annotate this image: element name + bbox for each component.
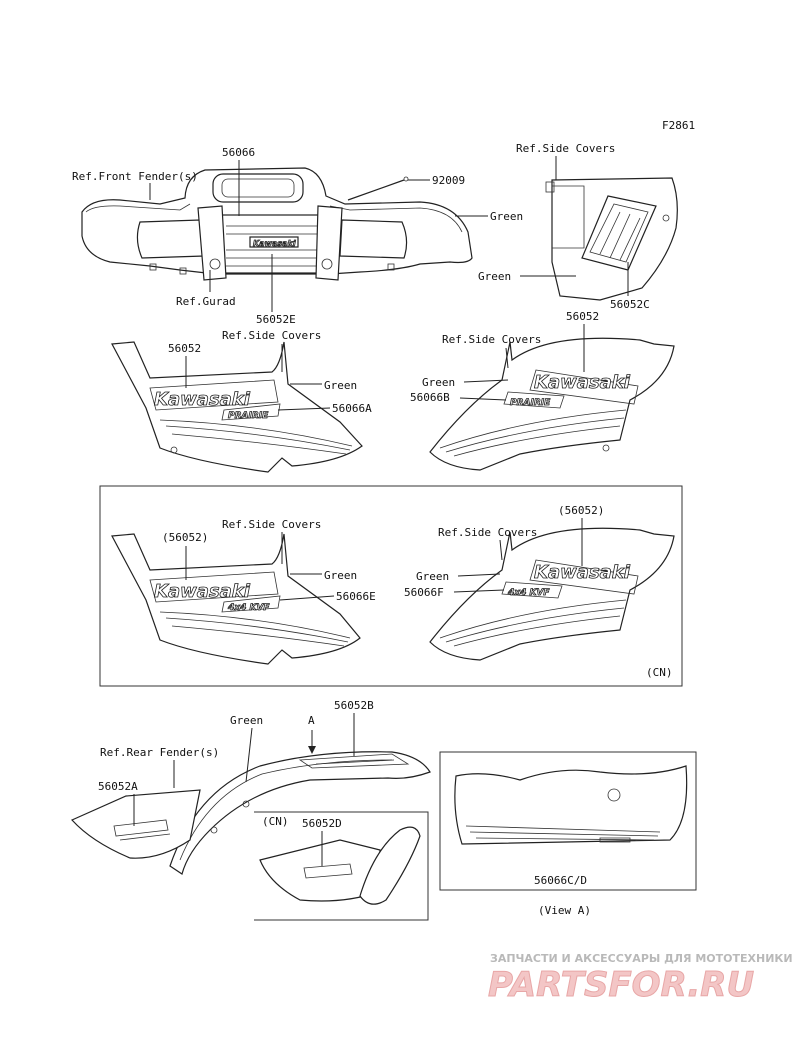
label-56066f: 56066F bbox=[404, 586, 444, 599]
side-model-decal-cn-left: 4x4 KVF bbox=[227, 603, 270, 613]
label-56066b: 56066B bbox=[410, 391, 450, 404]
label-view-a-marker: A bbox=[308, 714, 315, 727]
side-brand-decal-right: Kawasaki bbox=[534, 372, 631, 393]
label-56052-cn-right: (56052) bbox=[558, 504, 604, 517]
label-ref-side-covers-ml: Ref.Side Covers bbox=[222, 329, 321, 342]
label-cn-rear: (CN) bbox=[262, 815, 289, 828]
label-cn-box: (CN) bbox=[646, 666, 673, 679]
rear-cn-inset-box bbox=[254, 811, 429, 921]
label-ref-side-covers-cn-r: Ref.Side Covers bbox=[438, 526, 537, 539]
side-model-decal-right: PRAIRIE bbox=[510, 398, 551, 408]
view-a-box bbox=[439, 751, 697, 891]
side-brand-decal-cn-left: Kawasaki bbox=[154, 581, 251, 602]
label-56052c: 56052C bbox=[610, 298, 650, 311]
label-56052-cn-left: (56052) bbox=[162, 531, 208, 544]
label-ref-side-covers-mr: Ref.Side Covers bbox=[442, 333, 541, 346]
side-brand-decal-left: Kawasaki bbox=[154, 389, 251, 410]
front-fender-drawing: Kawasaki bbox=[81, 167, 473, 281]
side-cover-left-drawing: Kawasaki PRAIRIE bbox=[111, 341, 363, 473]
watermark-logo: PARTSFOR.RU bbox=[488, 965, 754, 1005]
figure-code: F2861 bbox=[662, 119, 695, 132]
side-cover-left-cn-drawing: Kawasaki 4x4 KVF bbox=[111, 533, 361, 665]
label-56052d: 56052D bbox=[302, 817, 342, 830]
side-model-decal-cn-right: 4x4 KVF bbox=[507, 588, 550, 598]
label-56052e: 56052E bbox=[256, 313, 296, 326]
watermark-tagline: ЗАПЧАСТИ И АКСЕССУАРЫ ДЛЯ МОТОТЕХНИКИ bbox=[490, 952, 793, 965]
label-56052-right: 56052 bbox=[566, 310, 599, 323]
cn-variant-box bbox=[99, 485, 683, 687]
label-ref-gurad: Ref.Gurad bbox=[176, 295, 236, 308]
label-56052b: 56052B bbox=[334, 699, 374, 712]
label-ref-side-covers-tr: Ref.Side Covers bbox=[516, 142, 615, 155]
label-ref-front-fender: Ref.Front Fender(s) bbox=[72, 170, 198, 183]
label-56066e: 56066E bbox=[336, 590, 376, 603]
label-green-cn-r: Green bbox=[416, 570, 449, 583]
label-56066a: 56066A bbox=[332, 402, 372, 415]
side-cover-right-cn-drawing: Kawasaki 4x4 KVF bbox=[429, 527, 675, 661]
label-56066-top: 56066 bbox=[222, 146, 255, 159]
label-green-front: Green bbox=[490, 210, 523, 223]
label-green-side-cover: Green bbox=[478, 270, 511, 283]
rear-fender-cn-drawing bbox=[259, 826, 421, 905]
side-cover-panel-drawing bbox=[545, 177, 678, 301]
label-green-ml: Green bbox=[324, 379, 357, 392]
label-56052a: 56052A bbox=[98, 780, 138, 793]
label-56052-left: 56052 bbox=[168, 342, 201, 355]
label-green-cn-l: Green bbox=[324, 569, 357, 582]
side-cover-right-drawing: Kawasaki PRAIRIE bbox=[429, 337, 675, 471]
label-56066c-d: 56066C/D bbox=[534, 874, 587, 887]
label-green-rear: Green bbox=[230, 714, 263, 727]
side-brand-decal-cn-right: Kawasaki bbox=[534, 562, 631, 583]
view-a-drawing bbox=[454, 765, 688, 845]
label-ref-side-covers-cn-l: Ref.Side Covers bbox=[222, 518, 321, 531]
front-brand-decal: Kawasaki bbox=[253, 239, 296, 248]
side-model-decal-left: PRAIRIE bbox=[228, 411, 269, 421]
rear-fender-drawing bbox=[70, 751, 431, 875]
label-green-mr: Green bbox=[422, 376, 455, 389]
label-view-a: (View A) bbox=[538, 904, 591, 917]
label-92009: 92009 bbox=[432, 174, 465, 187]
label-ref-rear-fender: Ref.Rear Fender(s) bbox=[100, 746, 219, 759]
